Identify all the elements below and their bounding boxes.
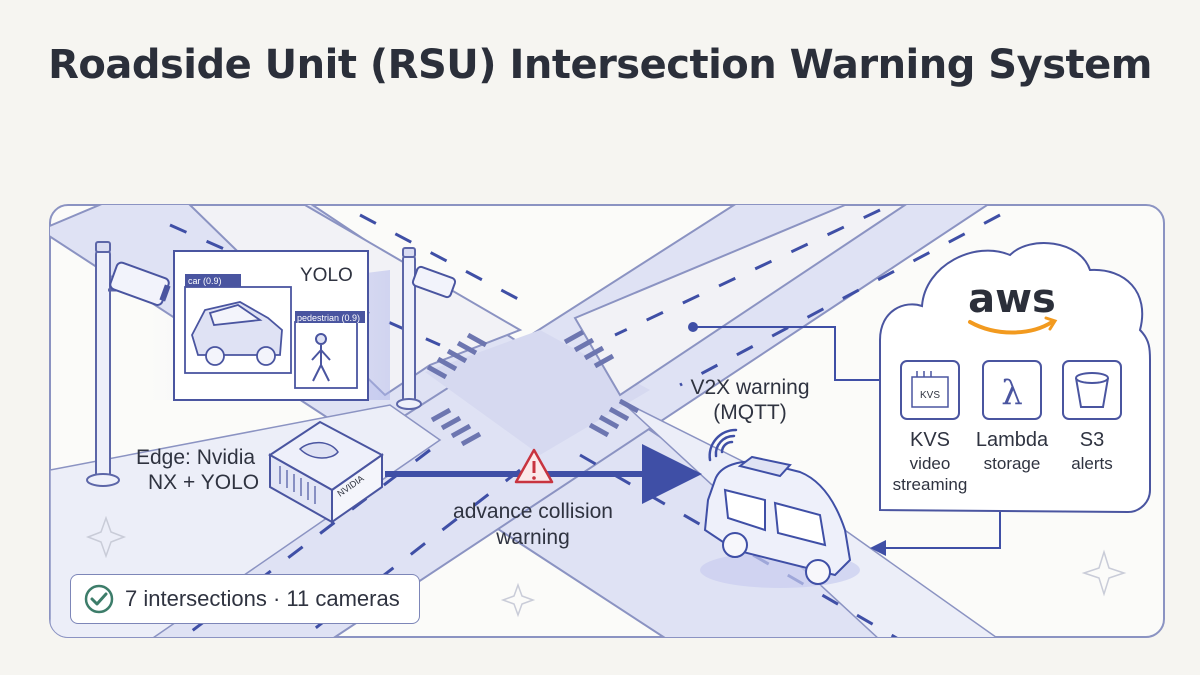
camera-right-icon — [411, 265, 457, 299]
s3-bucket-icon — [1062, 360, 1122, 420]
autonomous-shuttle-icon — [700, 455, 860, 588]
page-title: Roadside Unit (RSU) Intersection Warning… — [48, 42, 1152, 88]
mqtt-connector — [693, 326, 890, 381]
stats-label: 7 intersections · 11 cameras — [125, 586, 400, 611]
lambda-name: Lambda — [976, 429, 1049, 451]
aws-logo: aws — [968, 276, 1056, 322]
check-circle-icon — [84, 584, 114, 614]
kvs-icon-text: KVS — [920, 390, 940, 401]
lambda-desc: storage — [984, 454, 1041, 473]
sparkle-decorations — [85, 515, 1127, 618]
edge-label-line1: Edge: Nvidia — [136, 446, 255, 469]
curb-east — [573, 205, 909, 397]
car-icon — [191, 301, 283, 366]
nvidia-eye-icon — [298, 441, 339, 459]
lambda-symbol: λ — [1001, 373, 1023, 413]
detection-panel: YOLO car (0.9) pedestrian (0.9) — [173, 250, 369, 401]
s3-desc: alerts — [1071, 454, 1113, 473]
stats-badge: 7 intersections · 11 cameras — [70, 574, 420, 624]
lane-dashes-ne-sw — [179, 208, 1001, 637]
yolo-label: YOLO — [300, 265, 353, 286]
collision-label-line1: advance collision — [453, 500, 613, 523]
kvs-name: KVS — [910, 429, 950, 451]
wireless-signal-icon — [708, 428, 738, 462]
lambda-service-icon: λ — [982, 360, 1042, 420]
edge-device: NVIDIA — [268, 420, 384, 524]
lane-dashes-nw-se — [169, 213, 901, 637]
intersection-core — [425, 330, 650, 455]
warning-triangle-icon — [514, 448, 554, 484]
edge-label-line2: NX + YOLO — [148, 471, 259, 494]
v2x-label-line2: (MQTT) — [713, 401, 786, 424]
camera-left-icon — [109, 261, 171, 306]
aws-smile-icon — [968, 320, 1054, 335]
pedestrian-box-label: pedestrian (0.9) — [297, 313, 360, 323]
kvs-service-icon: KVS — [900, 360, 960, 420]
collision-label-line2: warning — [495, 526, 570, 549]
pedestrian-icon — [311, 333, 331, 382]
kvs-desc-line1: video — [910, 454, 951, 473]
v2x-label-line1: V2X warning — [690, 376, 809, 399]
kvs-desc-line2: streaming — [893, 475, 968, 494]
camera-pole-right — [396, 247, 422, 410]
s3-name: S3 — [1080, 429, 1104, 451]
car-box-label: car (0.9) — [188, 276, 222, 286]
alert-connector — [870, 512, 1001, 556]
camera-pole-left — [86, 241, 130, 487]
